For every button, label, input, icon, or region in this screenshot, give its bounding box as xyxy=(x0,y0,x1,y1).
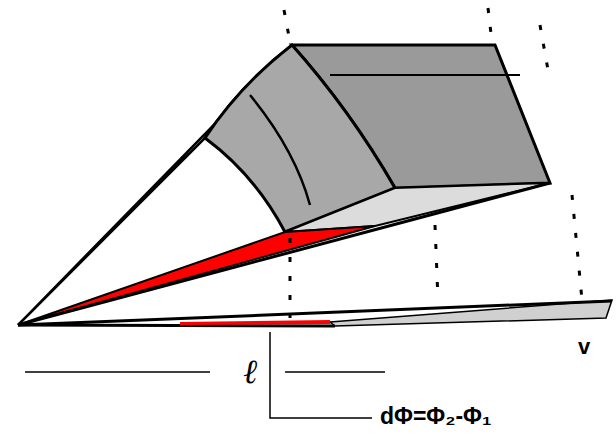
dimension-line xyxy=(25,371,210,373)
wedge-edge xyxy=(18,183,550,325)
leader-line xyxy=(270,332,372,418)
block-arc xyxy=(250,95,310,205)
block-arc xyxy=(330,74,520,76)
ground-edge xyxy=(18,325,335,326)
red-strip xyxy=(180,320,330,325)
length-symbol: ℓ xyxy=(243,355,257,389)
ground-edge xyxy=(18,301,612,325)
angle-difference: dΦ=Φ₂-Φ₁ xyxy=(380,405,492,428)
projection-lines xyxy=(284,8,582,318)
block-bottom xyxy=(285,183,550,232)
dimension-line xyxy=(285,371,385,373)
volume-label: v xyxy=(578,336,590,358)
